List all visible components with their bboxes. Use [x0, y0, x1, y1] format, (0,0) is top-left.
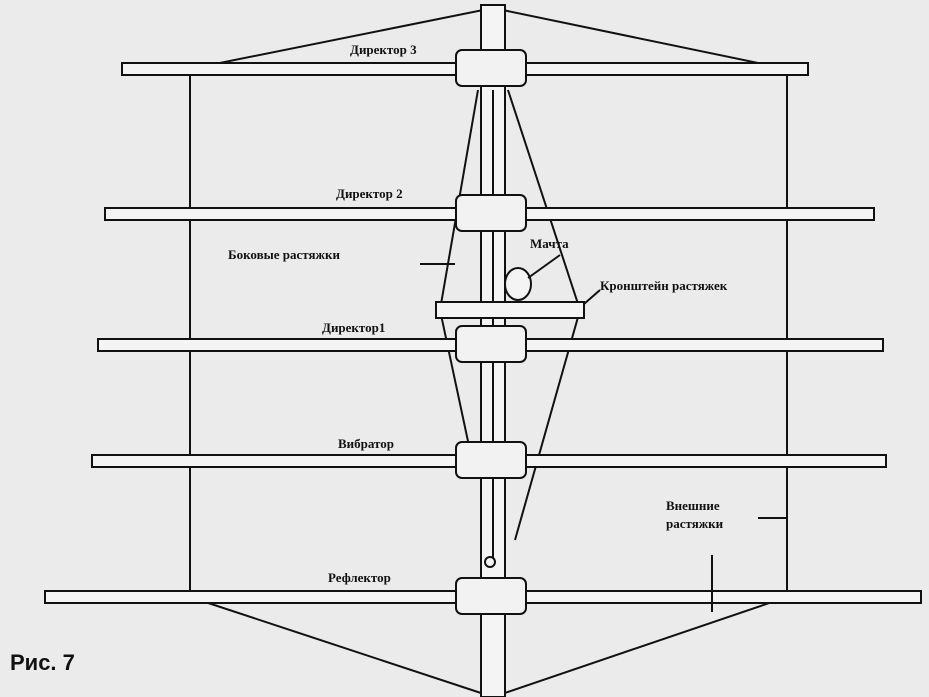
label-outer-guys-2: растяжки	[666, 516, 724, 531]
label-reflector: Рефлектор	[328, 570, 391, 585]
label-director-2: Директор 2	[336, 186, 403, 201]
label-guy-bracket: Кронштейн растяжек	[600, 278, 728, 293]
label-director-3: Директор 3	[350, 42, 417, 57]
clamps	[455, 49, 527, 615]
label-side-guys: Боковые растяжки	[228, 247, 340, 262]
label-director-1: Директор1	[322, 320, 385, 335]
label-outer-guys-1: Внешние	[666, 498, 720, 513]
label-vibrator: Вибратор	[338, 436, 394, 451]
guy-bracket	[435, 301, 585, 319]
mast-section	[504, 267, 532, 301]
label-mast: Мачта	[530, 236, 569, 251]
figure-label: Рис. 7	[10, 650, 75, 675]
